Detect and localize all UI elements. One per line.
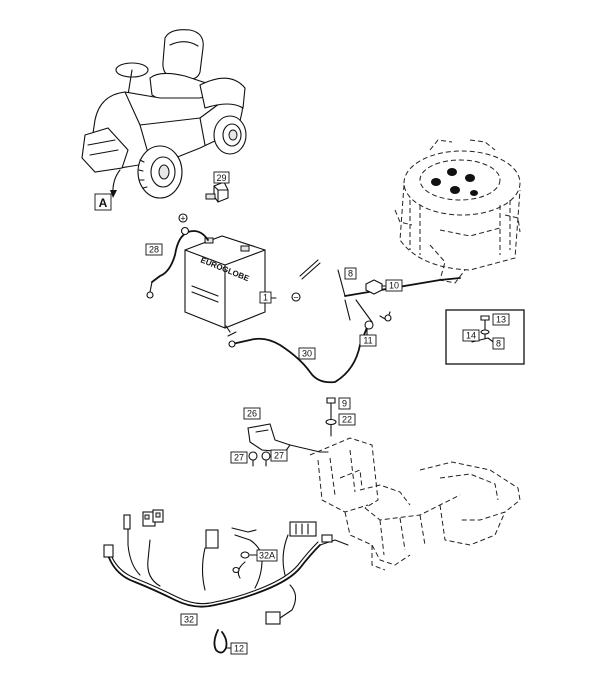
ground-strap-8: 8 bbox=[337, 267, 461, 323]
callout-22: 22 bbox=[342, 415, 352, 425]
callout-11: 11 bbox=[363, 336, 372, 346]
callout-26: 26 bbox=[247, 409, 257, 419]
callout-27a: 27 bbox=[234, 453, 244, 463]
positive-cable-28: + 28 bbox=[145, 213, 209, 299]
callout-14: 14 bbox=[466, 331, 476, 341]
bracket-26: 26 27 27 bbox=[230, 407, 329, 467]
front-wheel bbox=[137, 145, 183, 199]
negative-symbol: − bbox=[293, 293, 298, 303]
callout-12: 12 bbox=[234, 644, 244, 654]
callout-8b: 8 bbox=[496, 339, 501, 349]
positive-symbol: + bbox=[180, 214, 185, 224]
chassis-frame bbox=[309, 437, 521, 571]
callout-28: 28 bbox=[149, 245, 159, 255]
callout-1: 1 bbox=[263, 293, 268, 303]
cable-tie-12: 12 bbox=[213, 629, 248, 655]
battery: EUROGLOBE 1 bbox=[184, 235, 277, 329]
callout-30: 30 bbox=[302, 349, 312, 359]
negative-bolt: − bbox=[291, 259, 321, 303]
callout-32a: 32A bbox=[259, 551, 275, 561]
part-29-connector: 29 bbox=[205, 171, 230, 203]
battery-cable-30: 30 bbox=[225, 324, 369, 384]
view-marker-a: A bbox=[94, 193, 112, 211]
part-10-nut: 10 bbox=[365, 279, 403, 295]
detail-inset-box: 13 14 8 bbox=[445, 309, 525, 365]
callout-13: 13 bbox=[496, 315, 506, 325]
rear-wheel bbox=[213, 115, 247, 155]
callout-8: 8 bbox=[348, 269, 353, 279]
callout-9: 9 bbox=[342, 399, 347, 409]
view-marker-label: A bbox=[99, 196, 108, 210]
callout-29: 29 bbox=[216, 173, 226, 183]
wire-harness-32: 32 32A bbox=[103, 509, 349, 626]
callout-32: 32 bbox=[184, 615, 194, 625]
callout-10: 10 bbox=[389, 281, 399, 291]
engine-illustration bbox=[394, 139, 521, 284]
part-11-terminal: 11 bbox=[359, 311, 392, 347]
riding-mower-illustration bbox=[81, 29, 247, 199]
bolt-9-washer-22: 9 22 bbox=[325, 397, 356, 437]
callout-27b: 27 bbox=[274, 451, 284, 461]
